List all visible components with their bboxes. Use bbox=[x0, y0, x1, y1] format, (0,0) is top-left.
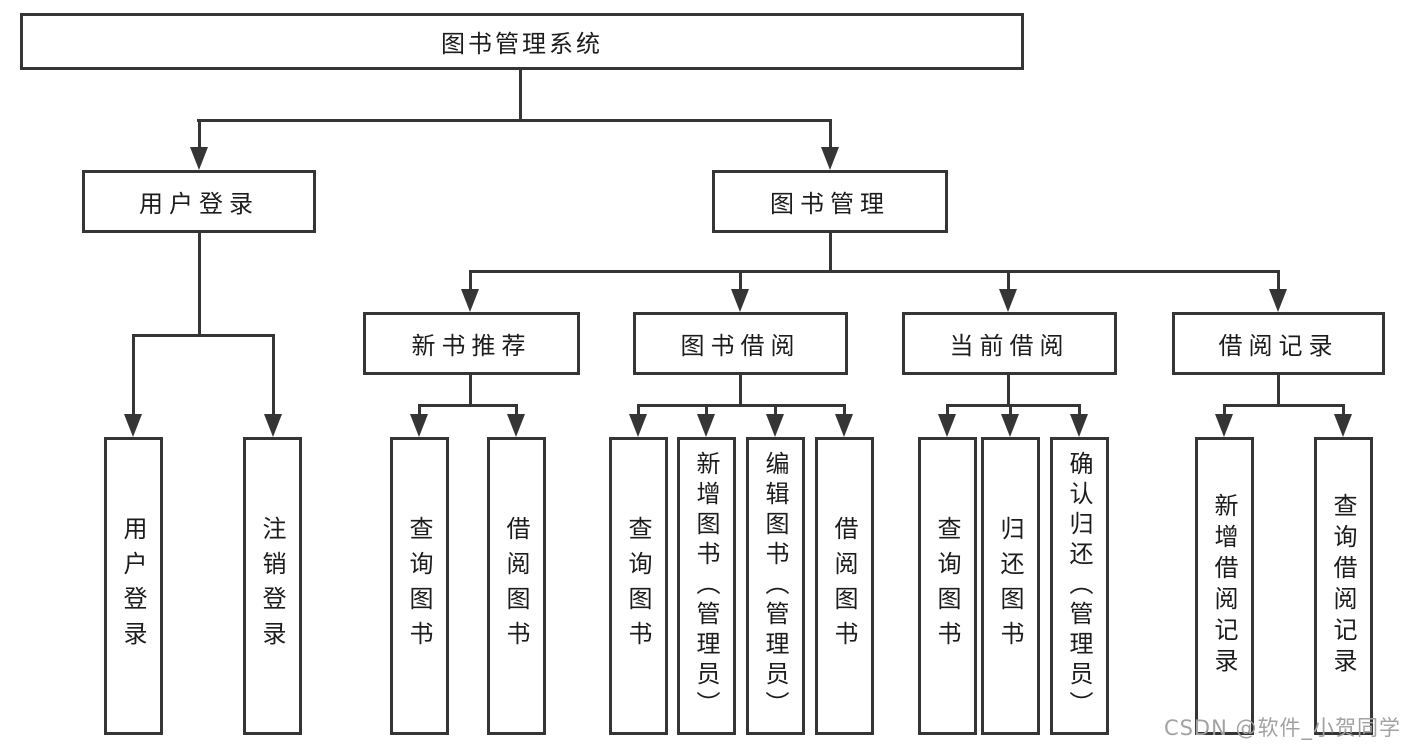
arrow-down-icon bbox=[938, 414, 956, 437]
node-borrow-record: 借阅记录 bbox=[1172, 312, 1385, 375]
connector-line bbox=[1223, 404, 1226, 416]
connector-line bbox=[1078, 404, 1081, 416]
arrow-down-icon bbox=[1001, 414, 1019, 437]
arrow-down-icon bbox=[731, 289, 749, 312]
connector-line bbox=[272, 334, 275, 415]
connector-line bbox=[637, 404, 640, 416]
connector-line bbox=[519, 70, 522, 120]
leaf-record-add: 新增借阅记录 bbox=[1195, 437, 1254, 735]
leaf-record-query: 查询借阅记录 bbox=[1314, 437, 1373, 735]
connector-line bbox=[198, 233, 201, 335]
node-user-login: 用户登录 bbox=[82, 170, 316, 233]
leaf-logout: 注销登录 bbox=[243, 437, 302, 735]
connector-line bbox=[1009, 404, 1012, 416]
arrow-down-icon bbox=[835, 414, 853, 437]
arrow-down-icon bbox=[190, 147, 208, 170]
node-new-book-recommend: 新书推荐 bbox=[363, 312, 580, 375]
connector-line bbox=[418, 404, 518, 407]
connector-line bbox=[1277, 270, 1280, 291]
arrow-down-icon bbox=[999, 289, 1017, 312]
connector-line bbox=[469, 375, 472, 407]
connector-line bbox=[843, 404, 846, 416]
connector-line bbox=[739, 375, 742, 407]
csdn-watermark: CSDN @软件_小贺同学 bbox=[1163, 716, 1401, 740]
leaf-user-login: 用户登录 bbox=[104, 437, 163, 735]
arrow-down-icon bbox=[1334, 414, 1352, 437]
connector-line bbox=[515, 404, 518, 416]
connector-line bbox=[1223, 404, 1345, 407]
arrow-down-icon bbox=[629, 414, 647, 437]
connector-line bbox=[198, 119, 201, 150]
connector-line bbox=[1007, 270, 1010, 291]
connector-line bbox=[132, 334, 135, 415]
connector-line bbox=[418, 404, 421, 416]
connector-line bbox=[132, 334, 275, 337]
arrow-down-icon bbox=[1269, 289, 1287, 312]
node-book-borrow: 图书借阅 bbox=[633, 312, 848, 375]
leaf-current-confirm-admin: 确认归还（管理员） bbox=[1050, 437, 1109, 735]
arrow-down-icon bbox=[410, 414, 428, 437]
connector-line bbox=[946, 404, 949, 416]
leaf-borrow-query: 查询图书 bbox=[609, 437, 668, 735]
connector-line bbox=[1007, 375, 1010, 407]
connector-line bbox=[1277, 375, 1280, 407]
connector-line bbox=[829, 233, 832, 273]
leaf-newbook-borrow: 借阅图书 bbox=[487, 437, 546, 735]
leaf-borrow-edit-admin: 编辑图书（管理员） bbox=[746, 437, 805, 735]
arrow-down-icon bbox=[821, 147, 839, 170]
connector-line bbox=[637, 404, 846, 407]
leaf-current-query: 查询图书 bbox=[918, 437, 977, 735]
connector-line bbox=[1342, 404, 1345, 416]
arrow-down-icon bbox=[507, 414, 525, 437]
connector-line bbox=[829, 119, 832, 150]
arrow-down-icon bbox=[697, 414, 715, 437]
node-book-management: 图书管理 bbox=[712, 170, 948, 233]
connector-line bbox=[739, 270, 742, 291]
connector-line bbox=[946, 404, 1081, 407]
connector-line bbox=[469, 270, 1280, 273]
arrow-down-icon bbox=[264, 414, 282, 437]
leaf-current-return: 归还图书 bbox=[981, 437, 1040, 735]
connector-line bbox=[705, 404, 708, 416]
leaf-borrow-book: 借阅图书 bbox=[815, 437, 874, 735]
arrow-down-icon bbox=[461, 289, 479, 312]
leaf-newbook-query: 查询图书 bbox=[390, 437, 449, 735]
node-root-library-system: 图书管理系统 bbox=[20, 13, 1024, 70]
leaf-borrow-add-admin: 新增图书（管理员） bbox=[677, 437, 736, 735]
arrow-down-icon bbox=[766, 414, 784, 437]
connector-line bbox=[197, 119, 832, 122]
node-current-borrow: 当前借阅 bbox=[902, 312, 1117, 375]
connector-line bbox=[774, 404, 777, 416]
arrow-down-icon bbox=[1070, 414, 1088, 437]
arrow-down-icon bbox=[1215, 414, 1233, 437]
arrow-down-icon bbox=[124, 414, 142, 437]
connector-line bbox=[469, 270, 472, 291]
